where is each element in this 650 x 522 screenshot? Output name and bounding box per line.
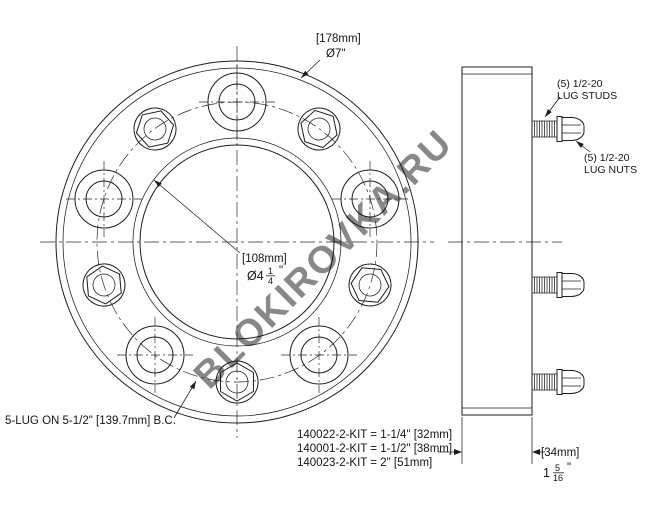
lug-nut [561,117,585,141]
lug-nuts-label-line2: LUG NUTS [584,164,637,176]
stud-hex-nut [297,107,341,151]
lug-studs-callout: (5) 1/2-20 LUG STUDS [544,78,617,118]
kit-line-2: 140001-2-KIT = 1-1/2" [38mm] [297,443,452,455]
stud-side [531,369,585,395]
lug-hole [332,161,408,237]
lug-hole [66,161,142,237]
lug-hole [281,317,357,393]
lug-nut [561,273,585,297]
stud-side [531,272,585,298]
thickness-dimension: [34mm] 1 5 16 " [438,417,579,483]
watermark-text: BLOKIROVKA.RU [186,122,461,397]
thickness-fraction-denominator: 16 [553,473,563,483]
lug-nuts-label-line1: (5) 1/2-20 [584,152,630,164]
lug-studs-label-line1: (5) 1/2-20 [557,78,603,90]
lug-hole [199,64,275,140]
bolt-circle-callout: 5-LUG ON 5-1/2" [139.7mm] B.C. [5,380,197,427]
outer-diameter-callout: [178mm] Ø7" [300,33,361,79]
kit-line-3: 140023-2-KIT = 2" [51mm] [297,457,432,469]
bore-inch-label: Ø4 [247,269,264,283]
side-view: (5) 1/2-20 LUG STUDS (5) 1/2-20 LUG NUTS… [438,66,637,483]
nut-washer [556,369,563,395]
bore-fraction-numerator: 1 [268,266,273,276]
nut-washer [556,272,563,298]
lug-nuts-callout: (5) 1/2-20 LUG NUTS [575,140,637,176]
bore-fraction-denominator: 4 [268,276,273,286]
stud-hex-nut [133,107,177,151]
kit-list: 140022-2-KIT = 1-1/4" [32mm] 140001-2-KI… [297,429,452,469]
stud-side [531,116,585,142]
bore-callout: [108mm] Ø4 1 4 " [153,179,287,286]
thickness-whole-number: 1 [543,466,550,480]
stud-hex-nut [348,263,392,307]
outer-diameter-inch-label: Ø7" [326,48,345,60]
leader-arrow [301,70,309,78]
thickness-mm-label: [34mm] [541,447,579,459]
bolt-circle-label: 5-LUG ON 5-1/2" [139.7mm] B.C. [5,415,176,427]
leader-arrow [154,180,162,188]
leader-arrow [189,381,196,390]
center-bore-circle [139,144,335,340]
dimension-arrow-left [454,449,462,455]
thickness-fraction-numerator: 5 [555,463,560,473]
stud-hex-nut [82,263,126,307]
bore-inch-mark: " [279,265,283,277]
nut-washer [556,116,563,142]
leader-arrow [545,109,552,117]
lug-nut [561,370,585,394]
bore-mm-label: [108mm] [242,253,287,265]
dimension-arrow-right [532,449,540,455]
thickness-inch-mark: " [567,462,571,474]
front-view: [178mm] Ø7" [108mm] Ø4 1 4 " 5-LUG ON 5-… [5,33,434,438]
stud-hex-nut [215,360,259,404]
outer-edge-circle [55,60,419,424]
leader-arrow [576,141,584,148]
lug-hole [117,317,193,393]
leader-line [153,179,241,254]
kit-line-1: 140022-2-KIT = 1-1/4" [32mm] [297,429,452,441]
outer-diameter-mm-label: [178mm] [316,33,361,45]
lug-studs-label-line2: LUG STUDS [557,90,617,102]
spacer-body [461,66,533,416]
